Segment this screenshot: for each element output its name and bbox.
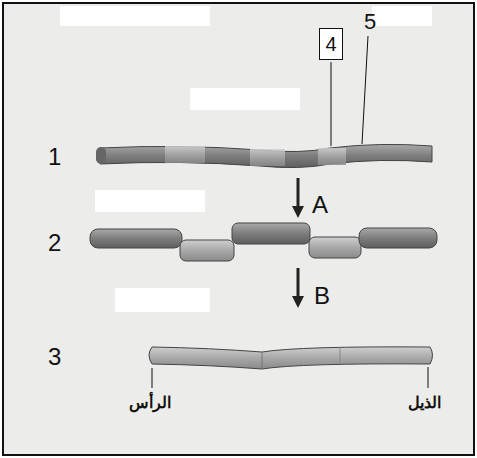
process-arrow xyxy=(297,178,300,208)
regenerated-body xyxy=(149,347,433,369)
arrow-head xyxy=(292,206,304,218)
leader-line xyxy=(362,36,368,144)
callout-number: 5 xyxy=(364,10,376,34)
stage-number: 2 xyxy=(48,230,61,256)
callout-number: 4 xyxy=(325,33,336,55)
stage-number: 3 xyxy=(48,344,61,370)
part-name: الذيل xyxy=(408,394,441,412)
fragments xyxy=(90,223,437,261)
part-name: الرأس xyxy=(129,394,171,412)
blank-box xyxy=(95,190,205,212)
callout-box: 4 xyxy=(319,28,343,60)
step-letter: B xyxy=(314,283,330,309)
leader-line xyxy=(152,368,153,388)
leader-line xyxy=(331,62,332,146)
process-arrow xyxy=(297,268,300,298)
blank-box xyxy=(190,88,300,110)
leader-line xyxy=(428,367,429,388)
frame xyxy=(3,3,474,455)
step-letter: A xyxy=(312,192,328,218)
blank-box xyxy=(115,288,210,312)
arrow-head xyxy=(292,296,304,308)
stage-number: 1 xyxy=(48,144,61,170)
intact-body xyxy=(96,144,432,167)
blank-box xyxy=(372,6,432,26)
blank-box xyxy=(60,6,210,26)
